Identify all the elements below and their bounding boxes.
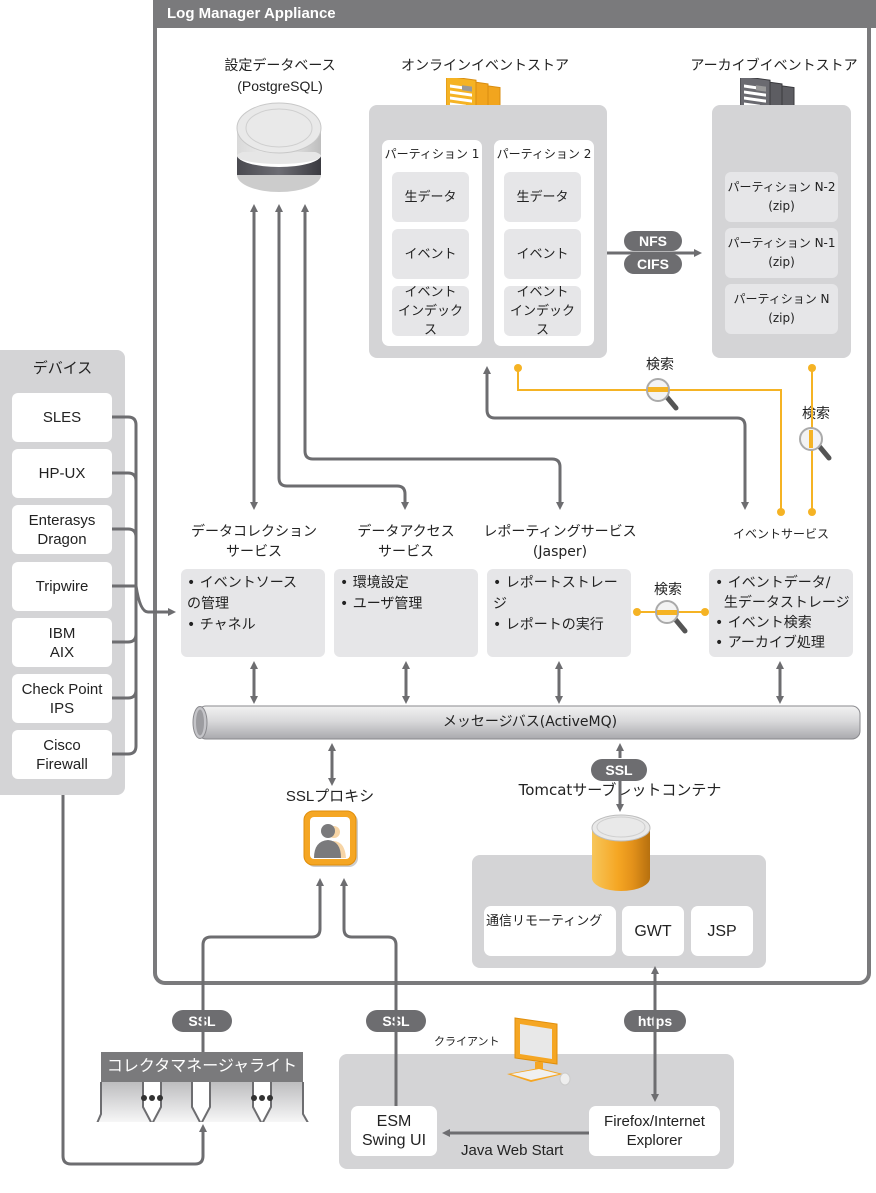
- archive-partition-n-2: パーティション N-2 (zip): [725, 172, 838, 222]
- collector-manager-icon: [96, 1052, 309, 1122]
- partition-1-title: パーティション 1: [384, 146, 480, 161]
- message-bus-label: メッセージバス(ActiveMQ): [442, 714, 618, 730]
- service-item: • 環境設定: [340, 575, 409, 591]
- archive-partition-sub: (zip): [768, 255, 795, 269]
- partition-2-title: パーティション 2: [496, 146, 592, 161]
- tomcat-ssl-badge: SSL: [591, 759, 647, 781]
- service-item: • イベントデータ/ 生データストレージ: [715, 575, 850, 611]
- client-label: クライアント: [434, 1035, 500, 1048]
- service-item: • チャネル: [187, 617, 256, 633]
- tomcat-module-gwt: GWT: [622, 906, 684, 956]
- db-to-access-arrow: [275, 204, 409, 510]
- device-ibm-aix: IBM AIX: [12, 618, 112, 667]
- archive-partition-title: パーティション N: [733, 292, 830, 306]
- search-label-archive-event: 検索: [802, 406, 830, 422]
- archive-store-title: アーカイブイベントストア: [690, 58, 858, 74]
- device-tripwire: Tripwire: [12, 562, 112, 611]
- device-enterasys-dragon: Enterasys Dragon: [12, 505, 112, 554]
- java-web-start-label: Java Web Start: [461, 1142, 564, 1159]
- cifs-badge: CIFS: [624, 254, 682, 274]
- archive-partition-title: パーティション N-1: [727, 236, 836, 250]
- data-access-service-box: • 環境設定 • ユーザ管理: [334, 569, 478, 657]
- service-item: • レポートの実行: [493, 617, 604, 633]
- tomcat-container-icon: [591, 814, 651, 891]
- search-label-reporting-event: 検索: [654, 582, 682, 598]
- tomcat-module-remoting: 通信リモーティング: [484, 906, 616, 956]
- message-bus-pipe: [192, 705, 861, 740]
- nfs-badge: NFS: [624, 231, 682, 251]
- service-title-reporting: レポーティングサービス (Jasper): [483, 524, 637, 560]
- devices-title: デバイス: [32, 359, 93, 377]
- service-item: • イベントソース の管理: [187, 575, 298, 612]
- device-hp-ux: HP-UX: [12, 449, 112, 498]
- search-magnifier-icon: [646, 378, 679, 411]
- db-to-reporting-arrow: [301, 204, 564, 510]
- service-title-data-access: データアクセス サービス: [357, 524, 455, 560]
- appliance-frame: [153, 0, 871, 985]
- archive-partition-n: パーティション N (zip): [725, 284, 838, 334]
- service-item: • ユーザ管理: [340, 596, 423, 612]
- tomcat-module-jsp: JSP: [691, 906, 753, 956]
- ssl-proxy-user-icon: [303, 810, 358, 867]
- search-magnifier-icon: [655, 600, 688, 634]
- device-cisco-firewall: Cisco Firewall: [12, 730, 112, 779]
- service-item: • イベント検索: [715, 615, 812, 631]
- archive-partition-sub: (zip): [768, 199, 795, 213]
- devices-to-collector-line: [61, 795, 207, 1166]
- data-collection-service-box: • イベントソース の管理 • チャネル: [181, 569, 325, 657]
- device-check-point-ips: Check Point IPS: [12, 674, 112, 723]
- esm-swing-ui: ESM Swing UI: [351, 1106, 437, 1156]
- collector-manager-label: コレクタマネージャライト: [106, 1056, 298, 1075]
- database-icon: [236, 102, 322, 192]
- search-magnifier-icon: [799, 427, 832, 461]
- config-db-name: 設定データベース: [224, 58, 336, 74]
- archive-partition-title: パーティション N-2: [727, 180, 836, 194]
- config-db-subtitle: (PostgreSQL): [237, 78, 323, 94]
- archive-partition-n-1: パーティション N-1 (zip): [725, 228, 838, 278]
- service-item: • レポートストレージ: [493, 575, 618, 612]
- archive-partition-sub: (zip): [768, 311, 795, 325]
- appliance-title: Log Manager Appliance: [153, 0, 876, 28]
- service-title-data-collection: データコレクション サービス: [191, 524, 317, 560]
- service-item: • アーカイブ処理: [715, 635, 825, 651]
- online-store-to-event-arrow: [483, 366, 749, 510]
- online-store-title: オンラインイベントストア: [401, 58, 569, 74]
- event-service-box: • イベントデータ/ 生データストレージ • イベント検索 • アーカイブ処理: [709, 569, 853, 657]
- browser-box: Firefox/Internet Explorer: [589, 1106, 720, 1156]
- ssl-proxy-label: SSLプロキシ: [285, 788, 375, 805]
- reporting-service-box: • レポートストレージ • レポートの実行: [487, 569, 631, 657]
- device-sles: SLES: [12, 393, 112, 442]
- service-title-event: イベントサービス: [732, 527, 829, 541]
- client-computer-icon: [507, 1017, 571, 1086]
- config-db-title: 設定データベース (PostgreSQL): [195, 56, 365, 96]
